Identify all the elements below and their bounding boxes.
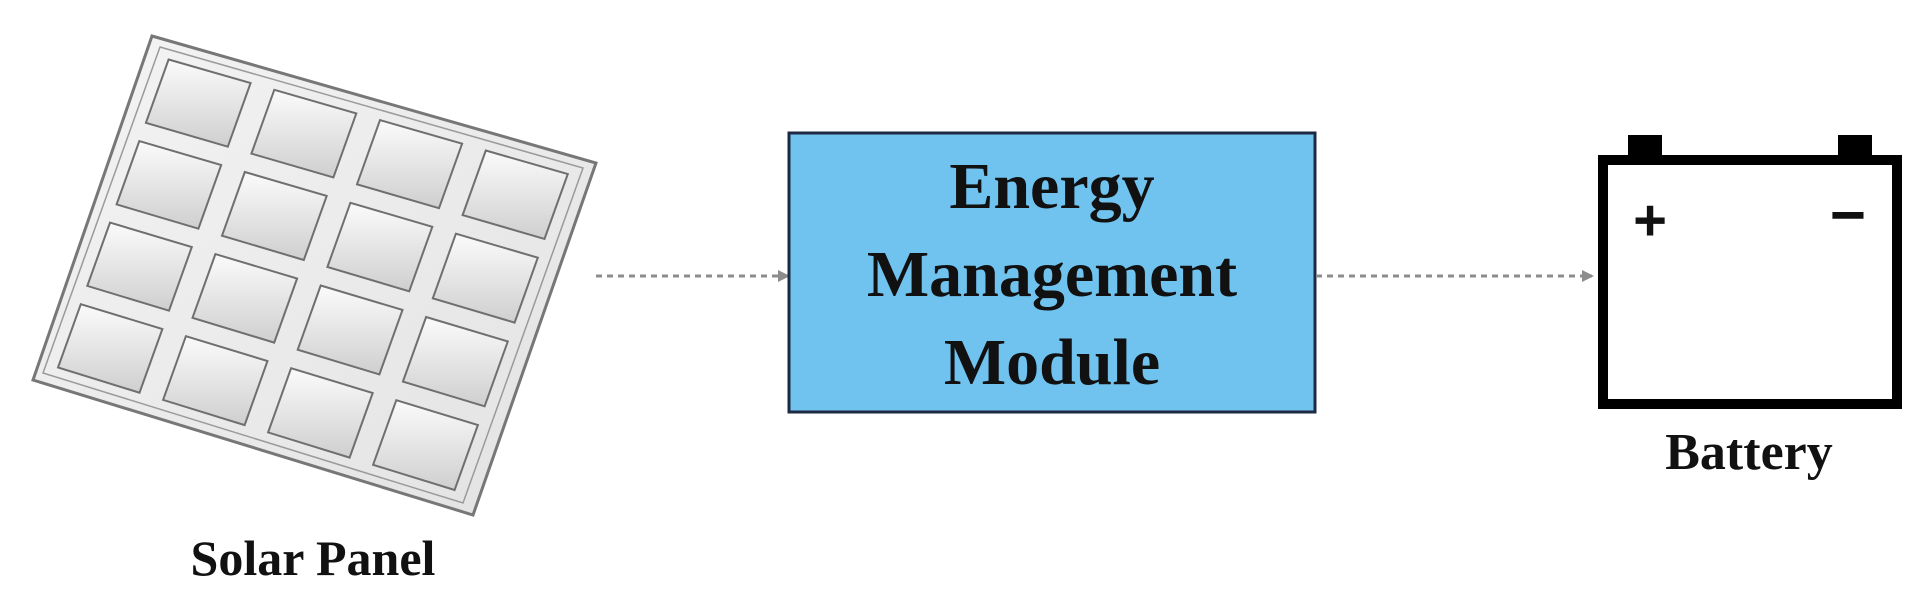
solar-cell [220, 170, 328, 262]
module-label-line-3: Module [944, 326, 1160, 399]
solar-cell [144, 58, 252, 148]
module-label-line-1: Energy [949, 150, 1154, 223]
solar-cell [431, 232, 540, 324]
solar-cell [161, 334, 269, 427]
battery-plus-sign: + [1633, 188, 1667, 253]
energy-management-module: Energy Management Module [787, 131, 1317, 414]
battery-body [1598, 155, 1902, 409]
solar-panel-label: Solar Panel [191, 530, 436, 586]
module-label-line-2: Management [867, 238, 1237, 311]
solar-cell [461, 149, 570, 241]
solar-cell [355, 118, 464, 210]
module-box [787, 131, 1317, 414]
solar-cell [296, 284, 404, 376]
solar-cell [115, 139, 223, 230]
battery-label: Battery [1665, 424, 1832, 481]
solar-panel-inner-frame [42, 46, 584, 504]
solar-cell [266, 366, 374, 459]
solar-cell [56, 302, 164, 394]
solar-cell [326, 201, 434, 293]
solar-panel-cells [56, 58, 570, 492]
solar-cell [191, 252, 299, 344]
solar-panel-icon [31, 34, 598, 517]
solar-cell [371, 398, 480, 492]
solar-cell [86, 221, 194, 312]
battery-minus-sign: − [1830, 181, 1866, 250]
battery-icon: + − [1598, 135, 1902, 409]
solar-cell [250, 88, 358, 179]
solar-cell [401, 315, 510, 408]
